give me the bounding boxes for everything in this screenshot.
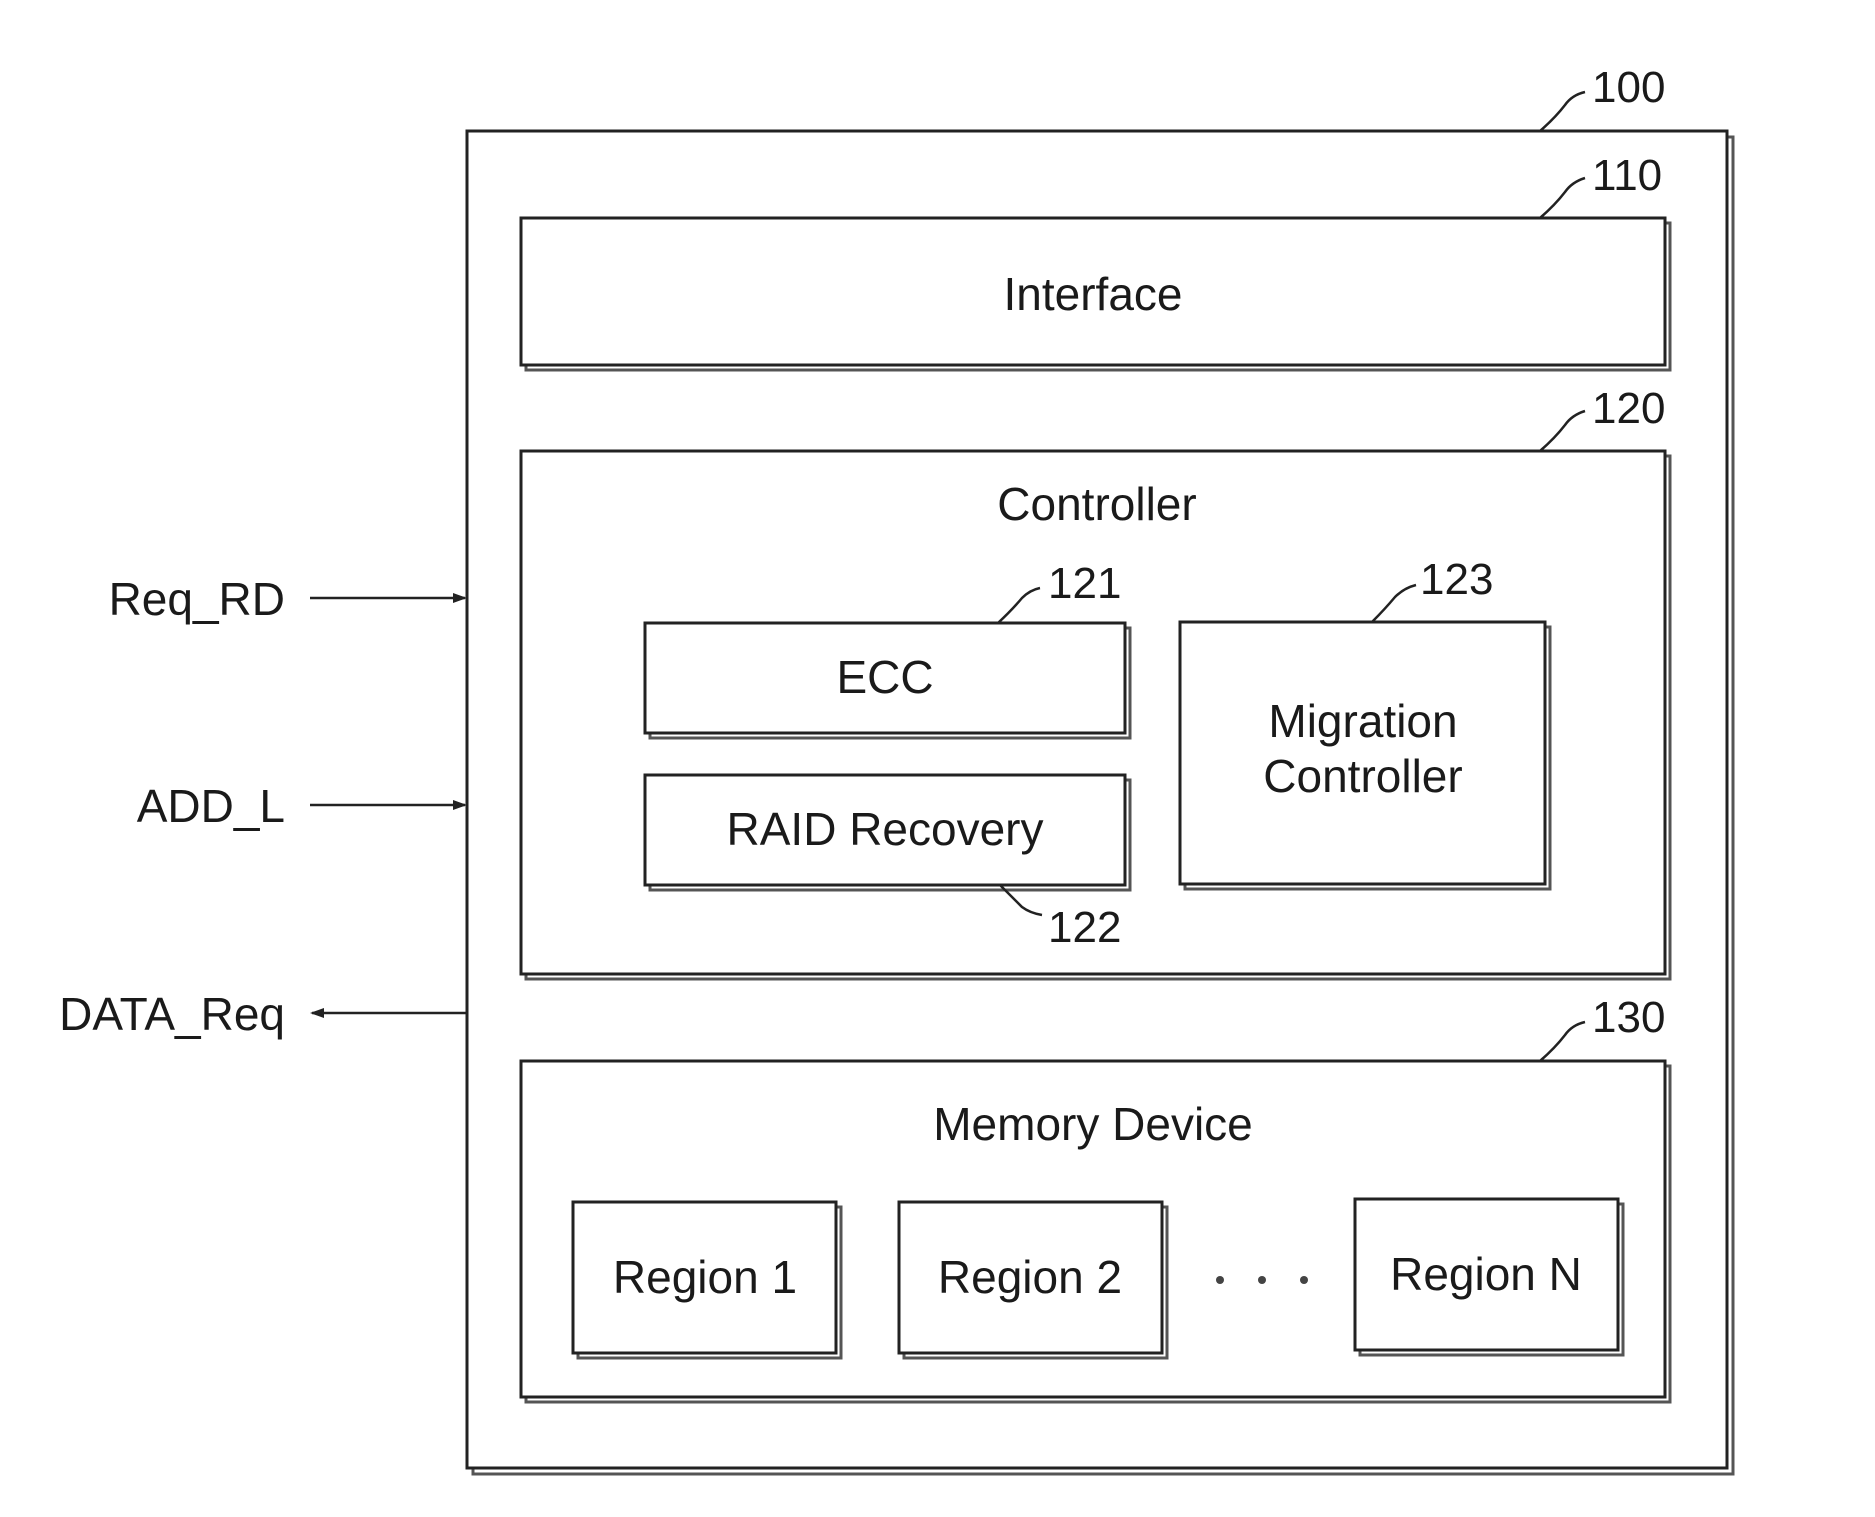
region-1-block: Region 1: [573, 1202, 841, 1358]
region-2-block: Region 2: [899, 1202, 1167, 1358]
migration-label-line2: Controller: [1263, 750, 1462, 802]
interface-label: Interface: [1004, 268, 1183, 320]
migration-controller-ref: 123: [1420, 555, 1493, 604]
add-l-label: ADD_L: [137, 780, 285, 832]
region-2-label: Region 2: [938, 1251, 1122, 1303]
ecc-ref: 121: [1048, 559, 1121, 608]
signal-add-l: ADD_L: [137, 780, 465, 832]
migration-label-line1: Migration: [1268, 695, 1457, 747]
raid-recovery-label: RAID Recovery: [727, 803, 1044, 855]
region-n-label: Region N: [1390, 1248, 1582, 1300]
signal-req-rd: Req_RD: [109, 573, 465, 625]
raid-recovery-ref: 122: [1048, 903, 1121, 952]
controller-label: Controller: [997, 478, 1196, 530]
memory-device-ref: 130: [1592, 993, 1665, 1042]
ecc-label: ECC: [836, 651, 933, 703]
region-1-label: Region 1: [613, 1251, 797, 1303]
req-rd-label: Req_RD: [109, 573, 285, 625]
controller-ref: 120: [1592, 384, 1665, 433]
region-n-block: Region N: [1355, 1199, 1623, 1355]
signal-data-req: DATA_Req: [59, 988, 467, 1040]
data-req-label: DATA_Req: [59, 988, 285, 1040]
memory-device-label: Memory Device: [933, 1098, 1253, 1150]
system-ref: 100: [1592, 63, 1665, 112]
interface-ref: 110: [1592, 151, 1662, 200]
controller-block: Controller 120 ECC 121 RAID Recovery 122…: [521, 384, 1670, 979]
